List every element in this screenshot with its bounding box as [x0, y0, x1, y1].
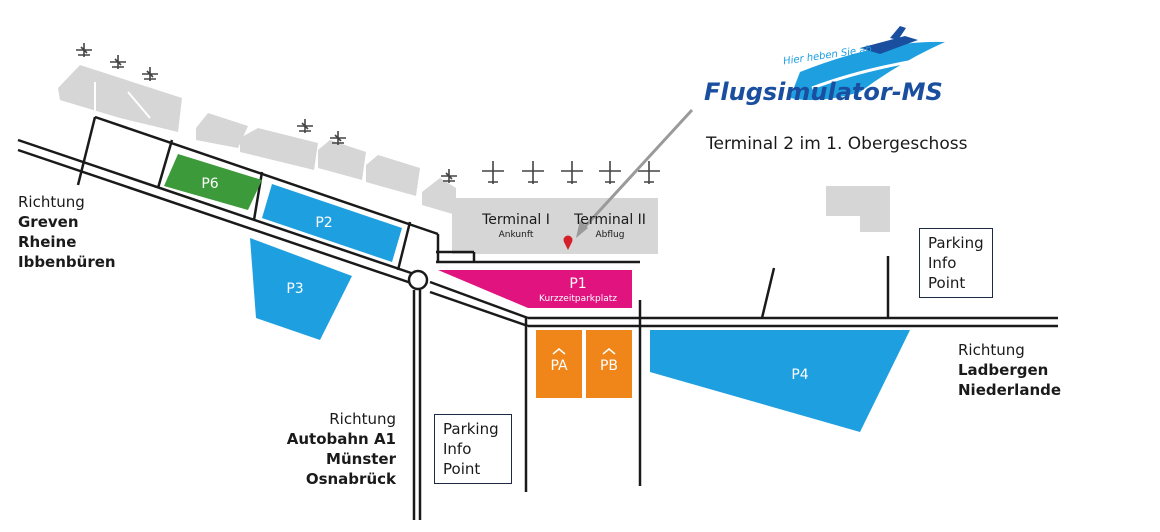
direction-west-line3: Ibbenbüren	[18, 253, 116, 271]
caret-icon	[602, 348, 616, 355]
parking-p3-label: P3	[286, 281, 303, 297]
building-east-2	[860, 186, 890, 232]
direction-west: Richtung Greven Rheine Ibbenbüren	[18, 192, 116, 272]
terminal-building	[452, 198, 658, 254]
parking-pa-label: PA	[550, 358, 568, 374]
parking-p6-label: P6	[201, 176, 218, 192]
info-line1: Parking	[443, 420, 499, 438]
building-east-1	[826, 186, 862, 216]
plane-icon	[441, 169, 457, 183]
roundabout	[407, 269, 429, 291]
parking-p3-area[interactable]	[250, 238, 352, 340]
parking-pb-label: PB	[600, 358, 618, 374]
caret-icon	[552, 348, 566, 355]
info-line1: Parking	[928, 234, 984, 252]
building-4	[318, 140, 366, 180]
direction-south: Richtung Autobahn A1 Münster Osnabrück	[260, 409, 396, 489]
parking-info-point-south[interactable]: Parking Info Point	[434, 414, 512, 484]
terminal-1-sub: Ankunft	[499, 230, 534, 240]
parking-p4-label: P4	[791, 367, 808, 383]
parking-p1-sub: Kurzzeitparkplatz	[539, 294, 617, 304]
direction-east: Richtung Ladbergen Niederlande	[958, 340, 1061, 400]
terminal-note: Terminal 2 im 1. Obergeschoss	[706, 134, 968, 154]
building-west	[58, 65, 182, 132]
pointer-arrowhead	[576, 220, 588, 238]
pointer-arrow	[578, 108, 694, 234]
plane-icon	[638, 161, 660, 184]
plane-icon	[330, 131, 346, 145]
plane-icons	[76, 43, 660, 184]
building-5	[366, 155, 420, 196]
parking-p1-label: P1	[569, 276, 586, 292]
plane-icon	[482, 161, 504, 184]
direction-east-label: Richtung	[958, 341, 1025, 359]
plane-icon	[599, 161, 621, 184]
parking-p6-area[interactable]	[164, 154, 262, 210]
terminal-1-label: Terminal I	[481, 212, 550, 228]
logo-graphic	[790, 26, 945, 100]
building-3	[240, 128, 318, 170]
info-line3: Point	[443, 460, 481, 478]
buildings	[58, 65, 890, 254]
direction-west-label: Richtung	[18, 193, 85, 211]
parking-p2-area[interactable]	[262, 184, 402, 262]
direction-south-label: Richtung	[329, 410, 396, 428]
roads	[17, 115, 1058, 520]
plane-icon	[561, 161, 583, 184]
parking-info-point-east[interactable]: Parking Info Point	[919, 228, 993, 298]
logo-brand: Flugsimulator-MS	[704, 78, 943, 106]
plane-icon	[522, 161, 544, 184]
terminal-2-sub: Abflug	[596, 230, 625, 240]
plane-icon	[297, 119, 313, 133]
info-line2: Info	[443, 440, 472, 458]
airplane-icon	[860, 36, 918, 54]
direction-south-line1: Autobahn A1	[286, 430, 396, 448]
building-6	[422, 178, 456, 215]
info-line3: Point	[928, 274, 966, 292]
direction-east-line2: Niederlande	[958, 381, 1062, 399]
parking-pa-area[interactable]	[536, 330, 582, 398]
building-2	[196, 113, 248, 148]
location-marker-icon	[563, 235, 573, 250]
direction-west-line1: Greven	[18, 213, 79, 231]
direction-east-line1: Ladbergen	[958, 361, 1049, 379]
direction-west-line2: Rheine	[18, 233, 77, 251]
parking-p4-area[interactable]	[650, 330, 910, 432]
parking-p2-label: P2	[315, 215, 332, 231]
parking-pb-area[interactable]	[586, 330, 632, 398]
parking-p1-area[interactable]	[438, 270, 632, 308]
direction-south-line3: Osnabrück	[305, 470, 396, 488]
terminal-2-label: Terminal II	[573, 212, 646, 228]
direction-south-line2: Münster	[326, 450, 396, 468]
plane-icon	[76, 43, 92, 57]
plane-icon	[142, 67, 158, 81]
plane-icon	[110, 55, 126, 69]
info-line2: Info	[928, 254, 957, 272]
